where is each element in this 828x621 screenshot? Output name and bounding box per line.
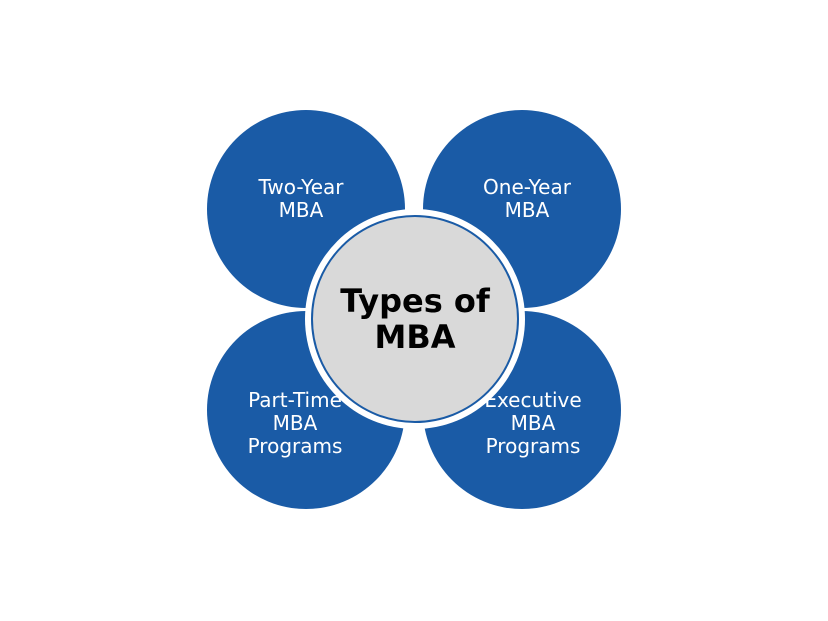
petal-one-year-mba: One-Year MBA — [423, 110, 621, 308]
center-circle: Types of MBA — [311, 215, 519, 423]
petal-two-year-mba: Two-Year MBA — [207, 110, 405, 308]
petal-label: Part-Time MBA Programs — [247, 388, 343, 458]
petal-label: One-Year MBA — [483, 175, 571, 222]
center-title: Types of MBA — [340, 282, 490, 356]
petal-label: Two-Year MBA — [258, 175, 344, 222]
petal-label: Executive MBA Programs — [484, 388, 582, 458]
